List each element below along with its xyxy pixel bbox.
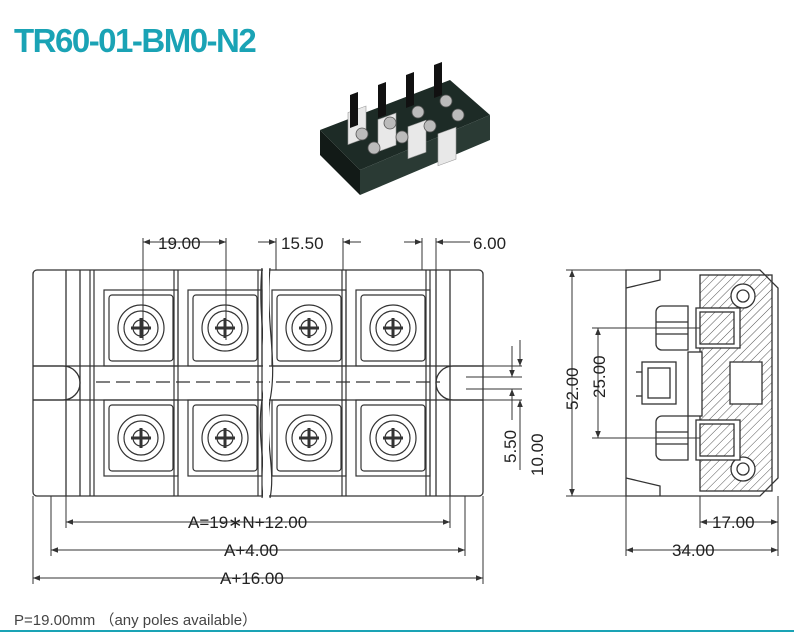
dim-slot-width: 5.50 xyxy=(501,430,520,463)
terminal-cells xyxy=(89,270,431,496)
dim-slot-span: 10.00 xyxy=(528,433,547,476)
dim-a-formula: A=19∗N+12.00 xyxy=(188,513,307,532)
dim-depth-inner: 17.00 xyxy=(712,513,755,532)
dim-gap: 15.50 xyxy=(281,234,324,253)
dim-a-plus-16: A+16.00 xyxy=(220,569,284,588)
dim-offset: 6.00 xyxy=(473,234,506,253)
dim-pitch: 19.00 xyxy=(158,234,201,253)
footer-divider xyxy=(0,630,794,632)
product-title: TR60-01-BM0-N2 xyxy=(14,22,257,59)
product-photo xyxy=(320,62,490,195)
dim-a-plus-4: A+4.00 xyxy=(224,541,278,560)
side-view xyxy=(625,269,779,497)
dim-inner-height: 25.00 xyxy=(590,355,609,398)
dim-depth-total: 34.00 xyxy=(672,541,715,560)
footer-note: P=19.00mm （any poles available） xyxy=(14,612,258,629)
dim-height: 52.00 xyxy=(563,367,582,410)
